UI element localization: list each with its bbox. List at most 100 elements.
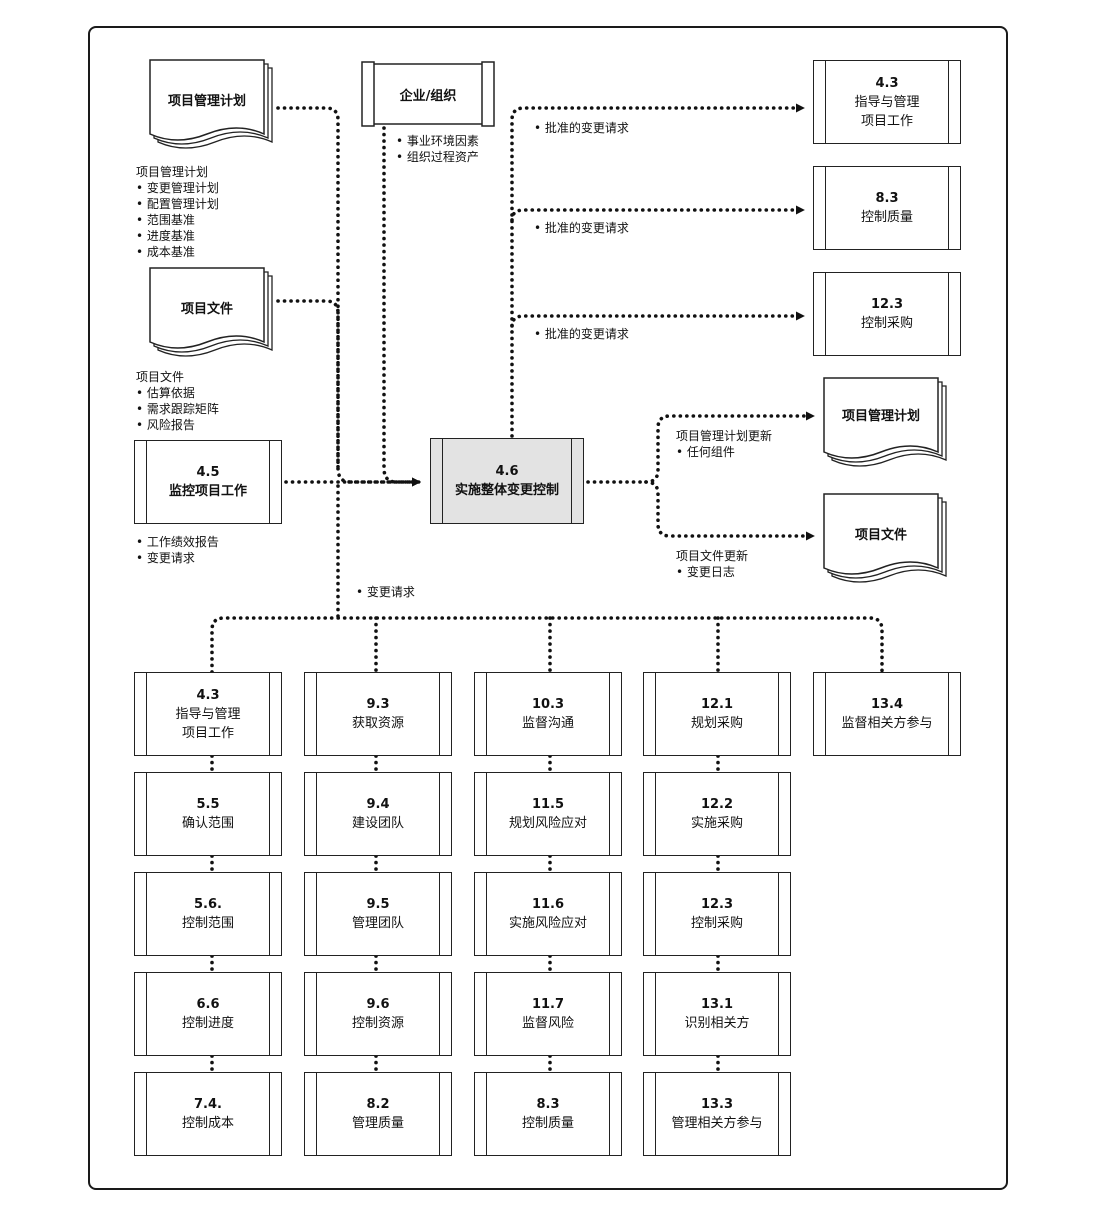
- process-9-4: 9.4 建设团队: [304, 772, 452, 856]
- pm-plan-update-title: 项目管理计划更新: [676, 429, 773, 443]
- process-name: 控制成本: [181, 1116, 234, 1131]
- pm-plan-notes: 项目管理计划 变更管理计划 配置管理计划 范围基准 进度基准 成本基准: [136, 164, 219, 260]
- process-12-1: 12.1 规划采购: [643, 672, 791, 756]
- change-request-note: 变更请求: [356, 584, 415, 600]
- process-name: 控制范围: [181, 916, 234, 931]
- connector-to-pmplan-out: [644, 411, 816, 484]
- enterprise-item: 事业环境因素: [396, 133, 479, 149]
- process-11-7: 11.7 监督风险: [474, 972, 622, 1056]
- project-docs-notes: 项目文件 估算依据 需求跟踪矩阵 风险报告: [136, 369, 219, 433]
- diagram-frame: [88, 26, 1008, 1190]
- process-6-6: 6.6 控制进度: [134, 972, 282, 1056]
- pm-plan-update-item: 任何组件: [676, 444, 772, 460]
- process-number: 4.6: [495, 464, 519, 479]
- doc-label: 项目文件: [854, 528, 907, 543]
- process-name: 识别相关方: [684, 1016, 750, 1031]
- doc-label: 项目管理计划: [841, 409, 920, 424]
- project-docs-item: 风险报告: [136, 417, 219, 433]
- pm-plan-item: 进度基准: [136, 228, 219, 244]
- process-number: 12.1: [700, 697, 734, 712]
- process-5-5: 5.5 确认范围: [134, 772, 282, 856]
- project-docs-update-item: 变更日志: [676, 564, 748, 580]
- process-number: 8.3: [536, 1097, 560, 1112]
- approved-note-2: 批准的变更请求: [534, 220, 629, 236]
- pm-plan-item: 配置管理计划: [136, 196, 219, 212]
- pm-plan-item: 成本基准: [136, 244, 219, 260]
- process-number: 6.6: [196, 997, 220, 1012]
- stacked-document-icon: [823, 493, 947, 583]
- process-5-6: 5.6. 控制范围: [134, 872, 282, 956]
- process-12-3: 12.3 控制采购: [643, 872, 791, 956]
- process-name: 实施采购: [690, 816, 743, 831]
- pm-plan-item: 变更管理计划: [136, 180, 219, 196]
- stacked-document-icon: [823, 377, 947, 467]
- process-name: 项目工作: [860, 113, 913, 129]
- process-number: 13.1: [700, 997, 734, 1012]
- doc-label: 项目管理计划: [167, 94, 246, 109]
- process-name: 管理质量: [351, 1116, 404, 1131]
- process-name: 监控项目工作: [168, 484, 247, 499]
- process-number: 5.5: [196, 797, 220, 812]
- project-docs-notes-title: 项目文件: [136, 370, 185, 384]
- project-docs-update-notes: 项目文件更新 变更日志: [676, 548, 748, 580]
- doc-pm-plan-output: 项目管理计划: [823, 377, 952, 474]
- project-docs-update-title: 项目文件更新: [676, 549, 749, 563]
- process-10-3: 10.3 监督沟通: [474, 672, 622, 756]
- process-output-12-3: 12.3 控制采购: [813, 272, 961, 356]
- connector-to-o3: [510, 311, 806, 328]
- approved-label: 批准的变更请求: [534, 220, 629, 236]
- monitor-item: 变更请求: [136, 550, 219, 566]
- enterprise-label: 企业/组织: [399, 89, 457, 104]
- process-number: 9.5: [366, 897, 390, 912]
- connector-enterprise-to-center: [382, 126, 422, 487]
- process-name: 项目工作: [181, 725, 234, 741]
- project-docs-item: 需求跟踪矩阵: [136, 401, 219, 417]
- process-9-6: 9.6 控制资源: [304, 972, 452, 1056]
- process-name: 监督风险: [521, 1016, 574, 1031]
- doc-pm-plan-input: 项目管理计划: [149, 59, 278, 156]
- process-9-3: 9.3 获取资源: [304, 672, 452, 756]
- project-docs-item: 估算依据: [136, 385, 219, 401]
- enterprise-scroll: 企业/组织: [360, 60, 496, 128]
- process-12-2: 12.2 实施采购: [643, 772, 791, 856]
- approved-note-1: 批准的变更请求: [534, 120, 629, 136]
- process-number: 13.3: [700, 1097, 734, 1112]
- monitor-notes: 工作绩效报告 变更请求: [136, 534, 219, 566]
- connector-pmplan-to-bus: [276, 106, 422, 487]
- process-name: 实施整体变更控制: [454, 483, 559, 498]
- process-13-4: 13.4 监督相关方参与: [813, 672, 961, 756]
- process-number: 5.6.: [194, 897, 222, 912]
- process-number: 4.5: [196, 465, 220, 480]
- process-7-4: 7.4. 控制成本: [134, 1072, 282, 1156]
- process-name: 控制质量: [521, 1116, 574, 1131]
- process-number: 11.7: [531, 997, 565, 1012]
- process-11-5: 11.5 规划风险应对: [474, 772, 622, 856]
- approved-note-3: 批准的变更请求: [534, 326, 629, 342]
- process-number: 11.6: [531, 897, 565, 912]
- process-name: 指导与管理: [175, 706, 241, 722]
- connector-to-o2: [510, 205, 806, 222]
- process-name: 指导与管理: [854, 94, 920, 110]
- stacked-document-icon: [149, 267, 273, 357]
- process-11-6: 11.6 实施风险应对: [474, 872, 622, 956]
- process-name: 控制采购: [690, 916, 743, 931]
- connector-bottom-bus: [210, 616, 884, 674]
- process-number: 4.3: [196, 687, 220, 703]
- monitor-item: 工作绩效报告: [136, 534, 219, 550]
- scroll-icon: [361, 61, 495, 127]
- approved-label: 批准的变更请求: [534, 120, 629, 136]
- process-name: 控制采购: [860, 316, 913, 331]
- process-name: 控制质量: [860, 210, 913, 225]
- stacked-document-icon: [149, 59, 273, 149]
- process-number: 13.4: [870, 697, 904, 712]
- process-number: 8.3: [875, 191, 899, 206]
- process-9-5: 9.5 管理团队: [304, 872, 452, 956]
- connector-to-projdocs-out: [644, 480, 816, 541]
- process-name: 获取资源: [351, 716, 404, 731]
- process-number: 12.2: [700, 797, 734, 812]
- process-4-3: 4.3 指导与管理 项目工作: [134, 672, 282, 756]
- process-output-8-3: 8.3 控制质量: [813, 166, 961, 250]
- doc-project-docs-input: 项目文件: [149, 267, 278, 364]
- pm-plan-item: 范围基准: [136, 212, 219, 228]
